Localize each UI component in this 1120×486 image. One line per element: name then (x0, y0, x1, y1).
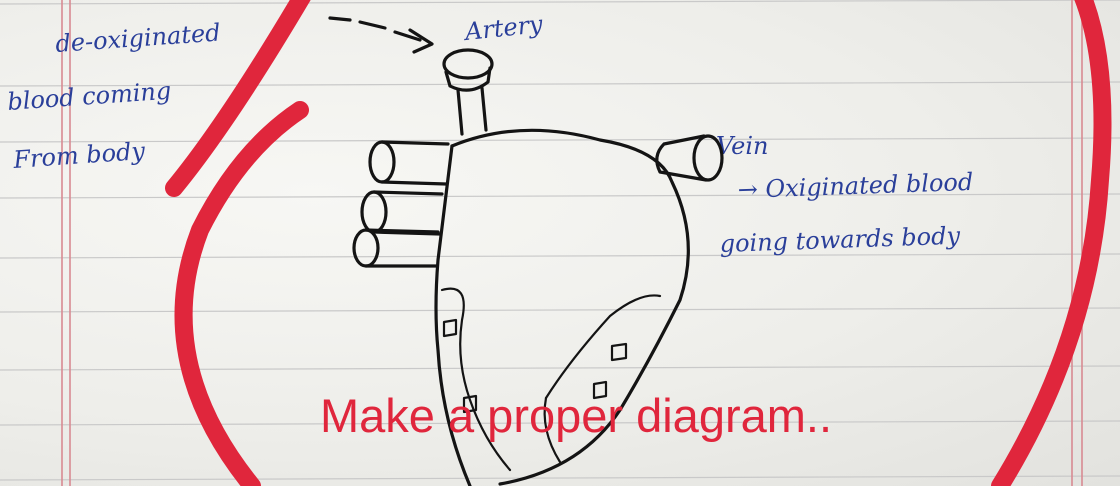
right-note-line-1: → Oxiginated blood (737, 168, 973, 204)
annotation-text: Make a proper diagram.. (320, 389, 832, 442)
artery-vessel (444, 50, 492, 134)
left-note-line-2: blood coming (6, 77, 172, 116)
artery-arrow (330, 18, 432, 52)
left-note-line-1: de-oxiginated (54, 19, 221, 58)
vein-label: Vein (716, 132, 768, 160)
left-vessels (354, 142, 448, 266)
artery-label: Artery (462, 10, 545, 46)
right-note-line-2: going towards body (719, 222, 961, 258)
